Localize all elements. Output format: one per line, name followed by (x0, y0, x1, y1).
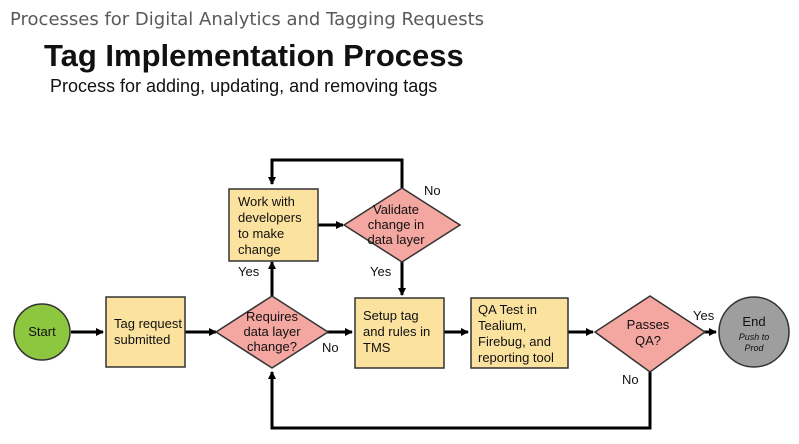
setup-line-3: TMS (363, 340, 391, 355)
requires-change-decision: Requires data layer change? (214, 295, 330, 369)
qa-line-3: Firebug, and (478, 334, 551, 349)
requires-no-label: No (322, 340, 339, 355)
start-node: Start (13, 303, 71, 361)
page-title: Tag Implementation Process (44, 38, 464, 73)
tag-request-line-2: submitted (114, 332, 170, 347)
work-line-3: to make (238, 226, 284, 241)
setup-line-2: and rules in (363, 324, 430, 339)
start-label: Start (28, 324, 56, 339)
validate-no-label: No (424, 183, 441, 198)
validate-line-1: Validate (373, 202, 419, 217)
passes-line-2: QA? (635, 333, 661, 348)
work-line-1: Work with (238, 194, 295, 209)
passes-no-label: No (622, 372, 639, 387)
qa-test-node: QA Test in Tealium, Firebug, and reporti… (470, 297, 569, 369)
section-title: Processes for Digital Analytics and Tagg… (10, 9, 485, 30)
tag-request-line-1: Tag request (114, 316, 182, 331)
validate-line-2: change in (368, 217, 424, 232)
qa-line-4: reporting tool (478, 350, 554, 365)
passes-yes-label: Yes (693, 308, 715, 323)
requires-line-2: data layer (243, 324, 301, 339)
edge-passes-no-loop (268, 371, 652, 430)
end-sub-line-2: Prod (744, 343, 764, 353)
work-line-4: change (238, 242, 281, 257)
edge-validate-no-loop (268, 158, 404, 188)
work-line-2: developers (238, 210, 302, 225)
work-with-developers-node: Work with developers to make change (228, 188, 319, 262)
page-subtitle: Process for adding, updating, and removi… (50, 76, 438, 96)
requires-line-1: Requires (246, 309, 299, 324)
tag-request-node: Tag request submitted (105, 296, 186, 368)
requires-yes-label: Yes (238, 264, 260, 279)
qa-line-2: Tealium, (478, 318, 526, 333)
connectors (71, 158, 717, 430)
validate-yes-label: Yes (370, 264, 392, 279)
qa-line-1: QA Test in (478, 302, 537, 317)
end-node: End Push to Prod (718, 296, 790, 368)
validate-decision: Validate change in data layer (342, 187, 462, 263)
validate-line-3: data layer (367, 232, 425, 247)
setup-tag-node: Setup tag and rules in TMS (354, 297, 445, 369)
passes-line-1: Passes (627, 317, 670, 332)
requires-line-3: change? (247, 339, 297, 354)
passes-qa-decision: Passes QA? (593, 295, 707, 373)
end-sub-line-1: Push to (739, 332, 770, 342)
setup-line-1: Setup tag (363, 308, 419, 323)
end-label: End (742, 314, 765, 329)
